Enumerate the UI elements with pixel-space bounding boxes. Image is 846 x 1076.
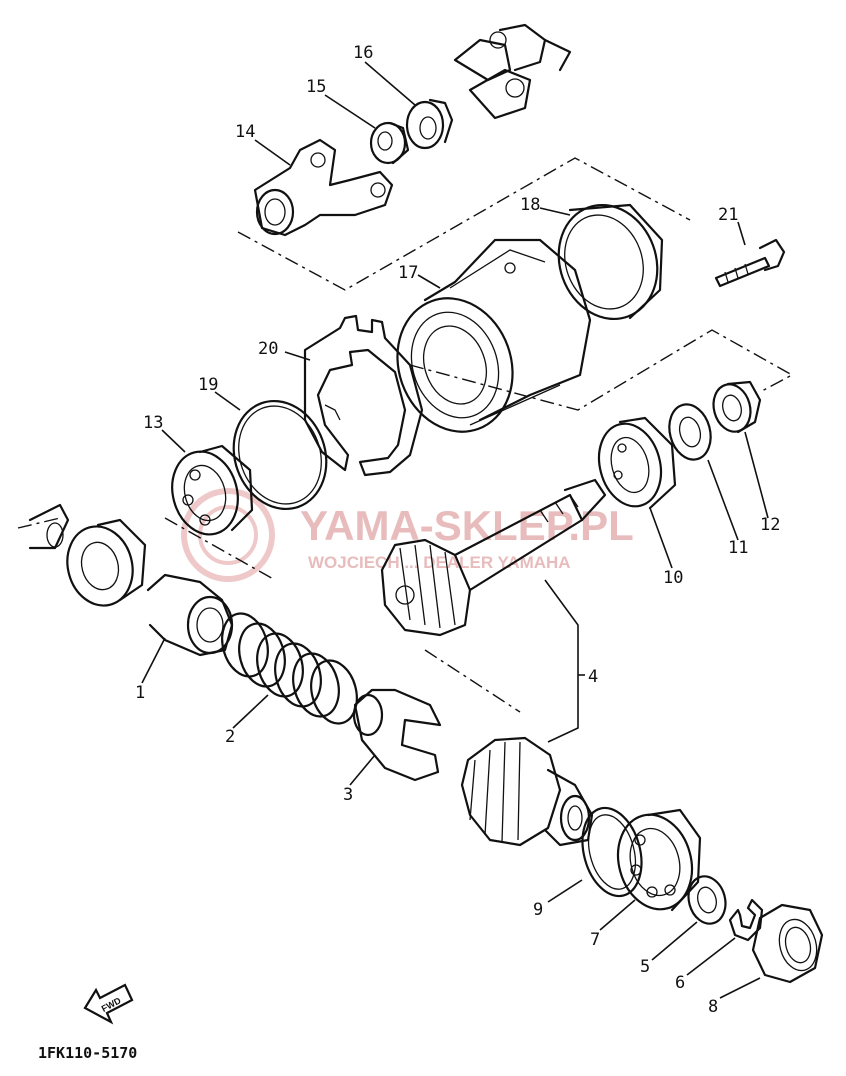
part-4-pinion-gear	[380, 478, 607, 637]
watermark-title: YAMA-SKLEP.PL	[300, 502, 634, 549]
label-4: 4	[588, 667, 598, 687]
part-8-nut	[751, 903, 824, 984]
part-labels: 16 15 14 18 21 17 20 19 13 1 2 3 4 10 11…	[135, 43, 780, 1017]
leader-lines	[141, 61, 769, 999]
label-3: 3	[343, 785, 353, 805]
part-17-housing	[396, 238, 592, 433]
label-12: 12	[760, 515, 780, 535]
part-2-spring	[221, 612, 358, 725]
part-11-washer	[668, 403, 712, 461]
part-15-washer	[369, 121, 410, 165]
part-16-nut	[405, 98, 454, 150]
left-shaft-and-bearing	[28, 503, 147, 607]
part-1-sleeve	[146, 573, 234, 657]
label-15: 15	[306, 77, 326, 97]
label-2: 2	[225, 727, 235, 747]
assembly-frames	[17, 157, 794, 713]
fwd-arrow: FWD	[83, 983, 134, 1025]
watermark-subtitle: WOJCIECH ... DEALER YAMAHA	[308, 553, 571, 572]
watermark: YAMA-SKLEP.PL WOJCIECH ... DEALER YAMAHA	[181, 488, 634, 582]
label-9: 9	[533, 900, 543, 920]
label-16: 16	[353, 43, 373, 63]
label-20: 20	[258, 339, 278, 359]
label-21: 21	[718, 205, 738, 225]
part-20-plate	[303, 314, 424, 477]
label-14: 14	[235, 122, 255, 142]
label-13: 13	[143, 413, 163, 433]
part-14-yoke	[253, 138, 394, 237]
label-1: 1	[135, 683, 145, 703]
label-18: 18	[520, 195, 540, 215]
label-17: 17	[398, 263, 418, 283]
part-3-cam-fork	[352, 688, 442, 782]
part-6-lock-washer	[728, 898, 764, 942]
label-19: 19	[198, 375, 218, 395]
universal-joint	[453, 23, 572, 120]
label-7: 7	[590, 930, 600, 950]
diagram-code: 1FK110-5170	[38, 1044, 137, 1062]
part-19-oring	[232, 399, 328, 511]
label-11: 11	[728, 538, 748, 558]
label-8: 8	[708, 997, 718, 1017]
label-6: 6	[675, 973, 685, 993]
label-5: 5	[640, 957, 650, 977]
part-4-ring-gear	[460, 736, 594, 847]
label-10: 10	[663, 568, 683, 588]
part-10-bearing	[597, 416, 677, 510]
part-21-bolt	[714, 238, 786, 288]
part-12-collar	[712, 380, 762, 434]
part-13-bearing	[171, 444, 254, 536]
part-5-washer	[687, 875, 727, 925]
part-18-boot	[557, 203, 664, 321]
